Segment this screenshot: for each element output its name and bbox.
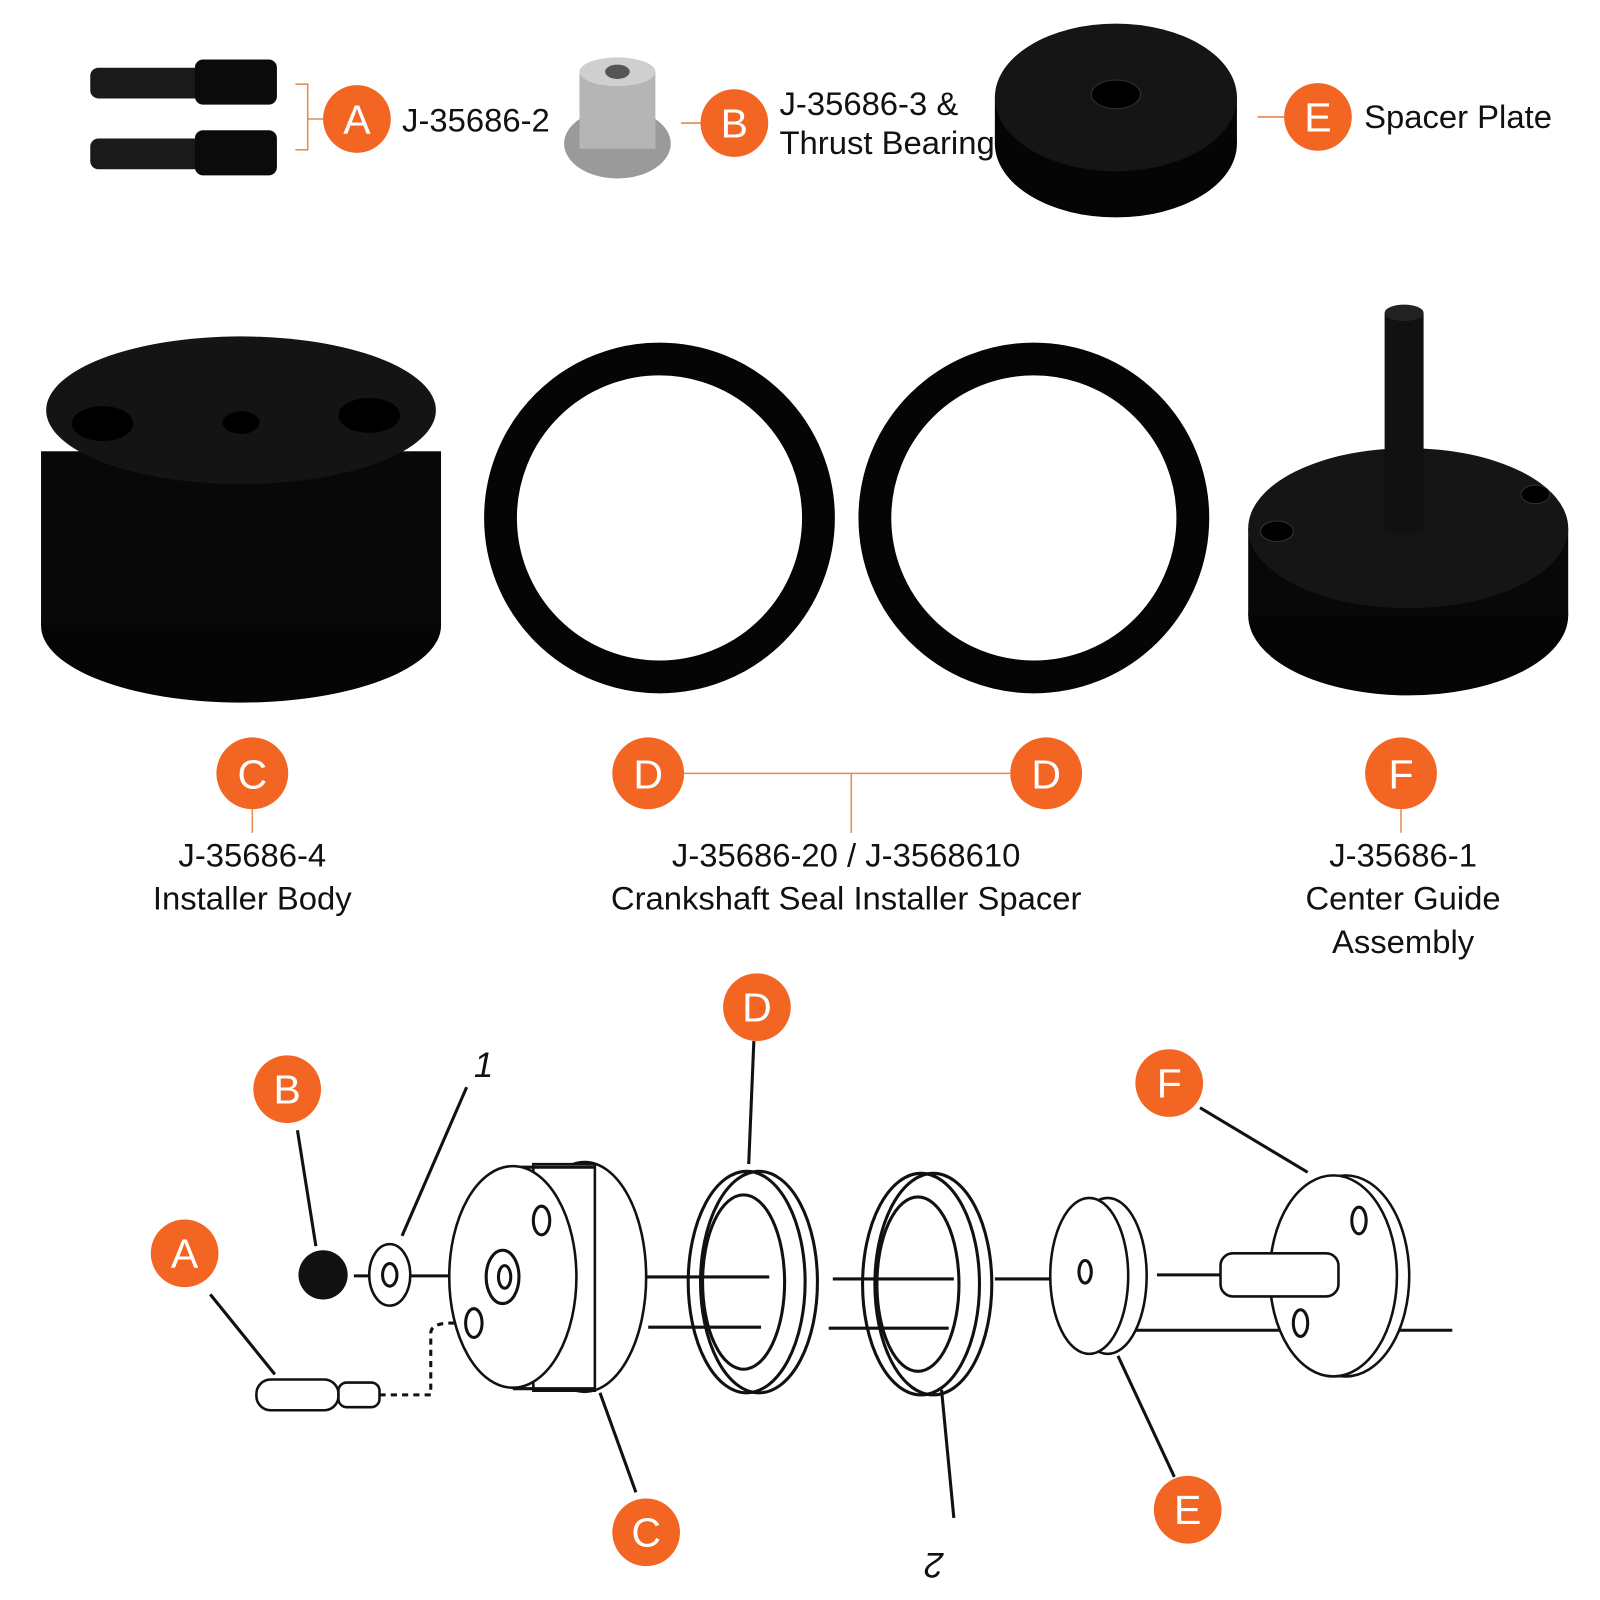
diagram-badge-b: B — [253, 1055, 322, 1124]
svg-text:F: F — [1388, 752, 1413, 798]
installer-body-part-c — [41, 336, 442, 703]
label-a: J-35686-2 — [402, 101, 550, 138]
svg-text:F: F — [1157, 1060, 1182, 1106]
svg-text:A: A — [171, 1231, 199, 1277]
svg-text:D: D — [633, 752, 663, 798]
svg-text:D: D — [1031, 752, 1061, 798]
label-b-line2: Thrust Bearing — [779, 124, 994, 161]
badge-d1: D — [612, 737, 685, 810]
diagram-badge-d: D — [723, 973, 791, 1042]
label-d-line1: J-35686-20 / J-3568610 — [672, 837, 1020, 874]
label-f-line1: J-35686-1 — [1329, 837, 1477, 874]
svg-text:E: E — [1174, 1487, 1201, 1533]
diagram-badge-f: F — [1135, 1049, 1204, 1117]
label-f-line3: Assembly — [1332, 923, 1475, 960]
diagram-badge-c: C — [612, 1498, 680, 1567]
diagram-badge-e: E — [1153, 1475, 1222, 1544]
label-c-line1: J-35686-4 — [178, 837, 326, 874]
bracket-a — [295, 83, 325, 151]
callout-2: 2 — [924, 1545, 944, 1584]
callout-1: 1 — [474, 1046, 493, 1085]
spacer-plate-part-e — [994, 23, 1237, 218]
badge-f: F — [1365, 737, 1437, 810]
svg-text:A: A — [343, 96, 371, 142]
label-b-line1: J-35686-3 & — [779, 85, 958, 122]
svg-text:D: D — [742, 985, 772, 1031]
badge-b-top: B — [700, 89, 769, 157]
badge-c: C — [216, 737, 289, 810]
svg-text:B: B — [721, 100, 748, 146]
badge-e-top: E — [1284, 83, 1352, 151]
label-c-line2: Installer Body — [153, 880, 352, 917]
svg-text:C: C — [237, 752, 267, 798]
label-f-line2: Center Guide — [1305, 880, 1500, 917]
nut-thrust-bearing-part-b — [564, 57, 671, 179]
svg-text:C: C — [631, 1510, 661, 1556]
badge-d2: D — [1010, 737, 1083, 810]
bolts-part-a — [90, 59, 277, 176]
spacer-ring-d2 — [858, 342, 1210, 694]
label-d-line2: Crankshaft Seal Installer Spacer — [611, 880, 1082, 917]
connector-d — [684, 772, 1011, 833]
exploded-view-drawing — [209, 1040, 1453, 1519]
spacer-ring-d1 — [484, 342, 835, 694]
center-guide-part-f — [1248, 304, 1569, 696]
diagram-badge-a: A — [150, 1219, 219, 1288]
badge-a-top: A — [323, 85, 391, 153]
svg-text:E: E — [1304, 94, 1331, 140]
label-e: Spacer Plate — [1364, 98, 1552, 135]
svg-text:B: B — [273, 1067, 300, 1113]
